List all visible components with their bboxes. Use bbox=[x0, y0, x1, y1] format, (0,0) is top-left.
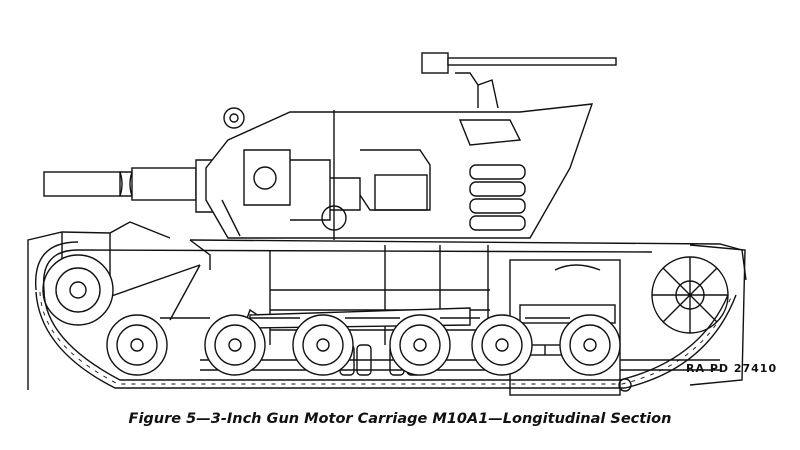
machine-gun bbox=[421, 52, 617, 109]
tank-cutaway-diagram bbox=[27, 52, 747, 396]
plate-number: RA PD 27410 bbox=[686, 362, 778, 375]
ammunition-racks bbox=[469, 164, 526, 231]
idler-wheel bbox=[42, 254, 114, 326]
main-gun-barrel bbox=[43, 159, 221, 213]
turret bbox=[205, 103, 594, 240]
figure-caption: Figure 5—3-Inch Gun Motor Carriage M10A1… bbox=[128, 411, 672, 427]
drive-sprocket bbox=[651, 256, 729, 334]
track bbox=[35, 241, 737, 389]
road-wheels bbox=[106, 314, 621, 376]
